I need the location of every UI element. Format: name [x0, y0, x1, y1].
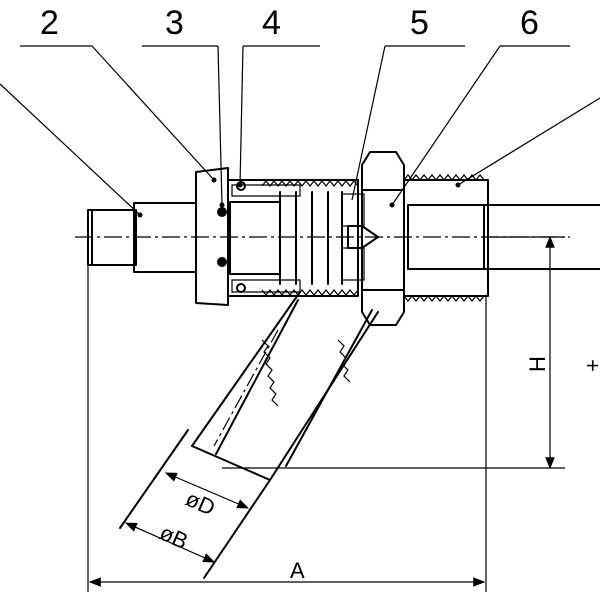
dimension-b: [124, 522, 216, 563]
dimension-partial-label: +: [580, 359, 600, 372]
leader-line-3: [217, 45, 223, 206]
left-shaft: [87, 202, 197, 273]
seal-top: [236, 181, 246, 191]
dimension-d-label: øD: [182, 486, 219, 521]
callout-5: 5: [410, 4, 429, 42]
leader-line-4: [239, 45, 244, 186]
thread-bottom: [261, 289, 359, 296]
callout-3: 3: [165, 4, 184, 42]
leader-dot-1: [137, 212, 143, 218]
outlet-thread-top: [403, 174, 485, 181]
leader-line-5: [351, 45, 386, 201]
callout-6: 6: [520, 4, 539, 42]
seal-bottom: [236, 283, 246, 293]
dimension-a-label: A: [290, 558, 305, 583]
body-hex: [361, 151, 405, 326]
callout-leaders: [0, 45, 600, 218]
leader-dot-2: [211, 177, 217, 183]
o-ring-top: [217, 207, 227, 217]
dimension-h-label: H: [525, 356, 550, 372]
outlet-fitting: [403, 179, 600, 297]
leader-dot-7: [455, 182, 461, 188]
leader-dot-3: [219, 202, 225, 208]
leader-line-2: [91, 45, 215, 181]
outlet-thread-bottom: [403, 295, 485, 302]
leader-line-7: [457, 97, 600, 186]
o-ring-bottom: [217, 257, 227, 267]
leader-line-1: [0, 83, 141, 216]
leader-dot-6: [389, 202, 395, 208]
leader-line-6: [391, 45, 501, 206]
dimension-a: [87, 265, 487, 592]
dimension-b-label: øB: [156, 520, 192, 554]
thread-top: [261, 180, 359, 187]
filter-screen: [341, 193, 379, 281]
dimension-h: [222, 235, 565, 470]
dimension-d: [164, 472, 250, 509]
callout-2: 2: [40, 4, 59, 42]
callout-4: 4: [262, 4, 281, 42]
